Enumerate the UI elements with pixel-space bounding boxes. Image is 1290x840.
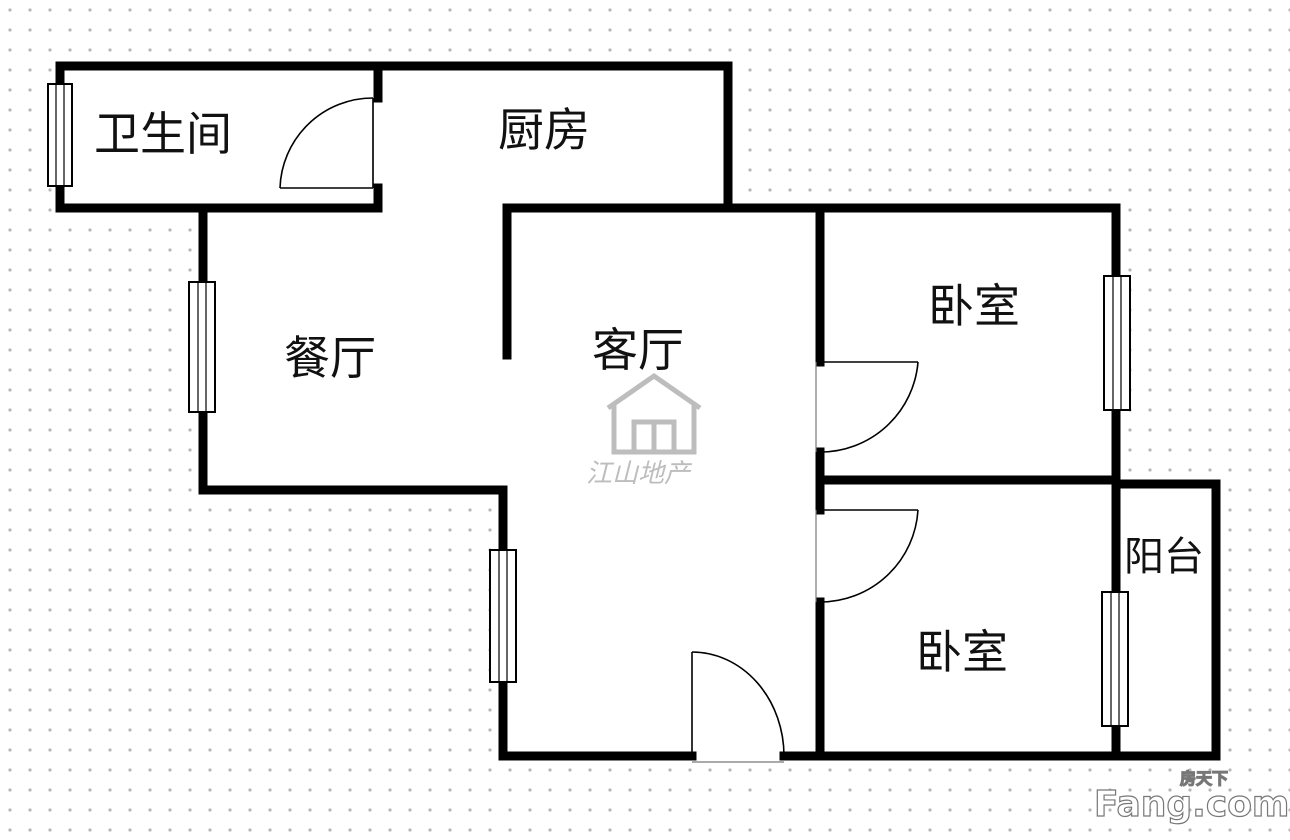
bedroom-1-window: [1103, 275, 1131, 411]
brand-small-text: 房天下: [1180, 769, 1228, 788]
windows: [47, 83, 1131, 727]
doors: [279, 97, 919, 763]
room-label-kitchen: 厨房: [498, 103, 590, 157]
room-fills: [60, 66, 1216, 756]
agency-watermark-text: 江山地产: [586, 459, 693, 489]
entrance-door: [691, 651, 785, 763]
room-label-bedroom-2: 卧室: [916, 625, 1008, 679]
bedroom-2-door: [815, 509, 919, 603]
living-window: [489, 549, 517, 683]
bathroom-door: [279, 97, 374, 189]
fang-brand-watermark: 房天下 Fang.com: [1093, 768, 1290, 825]
bedroom-1-door: [815, 361, 919, 453]
room-label-balcony: 阳台: [1124, 534, 1204, 580]
agency-watermark: 江山地产: [586, 372, 702, 489]
dining-window: [188, 281, 216, 413]
wall-living-top: [502, 203, 1121, 360]
room-label-bathroom: 卫生间: [94, 107, 232, 161]
bathroom-window: [47, 83, 73, 187]
room-label-bedroom-1: 卧室: [928, 279, 1020, 333]
wall-bottom-right: [779, 479, 1221, 761]
room-label-dining: 餐厅: [284, 331, 376, 385]
wall-bathroom-kitchen-outer: [55, 61, 733, 213]
room-label-living: 客厅: [592, 323, 684, 377]
bedroom-2-window: [1101, 591, 1129, 727]
brand-main-text: Fang.com: [1094, 784, 1289, 825]
house-logo-icon: [606, 372, 702, 455]
